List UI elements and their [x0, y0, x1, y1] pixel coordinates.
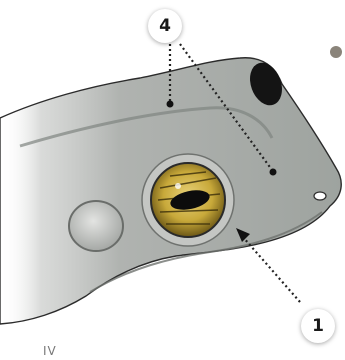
small-dot	[330, 46, 342, 58]
callout-4-point-a	[167, 101, 174, 108]
callout-badge-4: 4	[148, 9, 182, 43]
eye-highlight	[175, 183, 181, 189]
callout-4-point-b	[270, 169, 277, 176]
tympanum	[69, 201, 123, 251]
nostril	[314, 192, 326, 200]
corner-label: IV	[43, 344, 57, 358]
callout-badge-1: 1	[301, 309, 335, 343]
